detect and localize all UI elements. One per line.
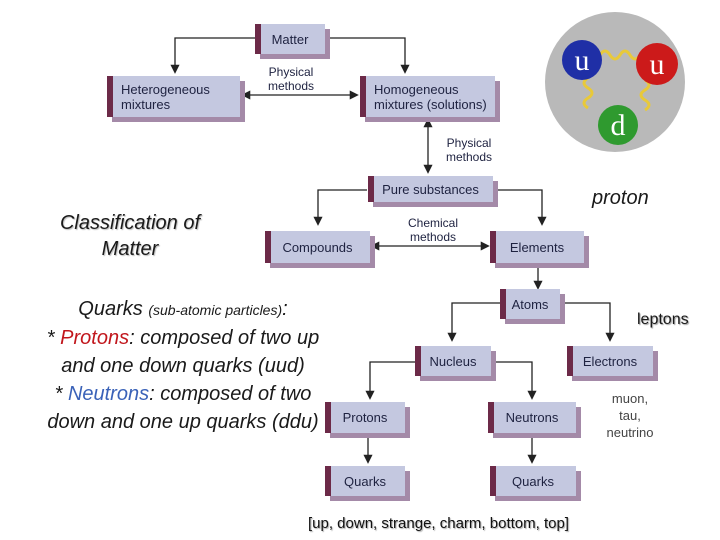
box-homogeneous-mixtures: Homogeneous mixtures (solutions)	[360, 76, 495, 117]
neutrons-term: Neutrons	[67, 383, 150, 405]
bullet-2-prefix: *	[54, 383, 68, 405]
quark-heading: Quarks	[78, 298, 149, 320]
protons-term: Protons	[60, 327, 130, 349]
bullet-1-text: : composed of two up and one down quarks…	[61, 327, 320, 377]
note-physical-methods-1: Physical methods	[267, 65, 315, 93]
lepton-tau: tau,	[619, 408, 641, 423]
leptons-label: leptons	[637, 311, 689, 328]
box-protons: Protons	[325, 402, 405, 433]
quark-u-red	[636, 43, 678, 85]
quark-u-blue-label: u	[575, 44, 590, 77]
proton-label: proton	[592, 187, 649, 209]
page-title: Classification of Matter	[59, 212, 201, 260]
box-heterogeneous-mixtures: Heterogeneous mixtures	[107, 76, 240, 117]
box-nucleus: Nucleus	[415, 346, 491, 376]
bullet-2-text: : composed of two down and one up quarks…	[47, 383, 319, 433]
box-electrons: Electrons	[567, 346, 653, 376]
box-neutrons: Neutrons	[488, 402, 576, 433]
box-quarks-right: Quarks	[490, 466, 576, 496]
quark-d-green	[598, 105, 638, 145]
quark-d-green-label: d	[611, 109, 626, 142]
quark-u-red-label: u	[650, 48, 665, 81]
quark-heading-note: (sub-atomic particles)	[148, 302, 283, 318]
box-matter: Matter	[255, 24, 325, 54]
note-chemical-methods: Chemical methods	[407, 216, 458, 244]
quark-description: Quarks (sub-atomic particles): * Protons…	[38, 295, 328, 436]
lepton-neutrino: neutrino	[606, 425, 654, 440]
box-compounds: Compounds	[265, 231, 370, 263]
box-atoms: Atoms	[500, 289, 560, 319]
quark-types: [up, down, strange, charm, bottom, top]	[308, 515, 569, 532]
box-pure-substances: Pure substances	[368, 176, 493, 202]
bullet-1-prefix: *	[46, 327, 61, 349]
box-elements: Elements	[490, 231, 584, 263]
quark-u-blue	[562, 40, 602, 80]
note-physical-methods-2: Physical methods	[445, 136, 493, 164]
lepton-list: muon, tau, neutrino	[595, 390, 665, 441]
box-quarks-left: Quarks	[325, 466, 405, 496]
proton-illustration: u u d	[545, 12, 685, 152]
quark-heading-colon: :	[282, 298, 288, 320]
lepton-muon: muon,	[611, 391, 649, 406]
gluon-lines	[582, 49, 651, 112]
